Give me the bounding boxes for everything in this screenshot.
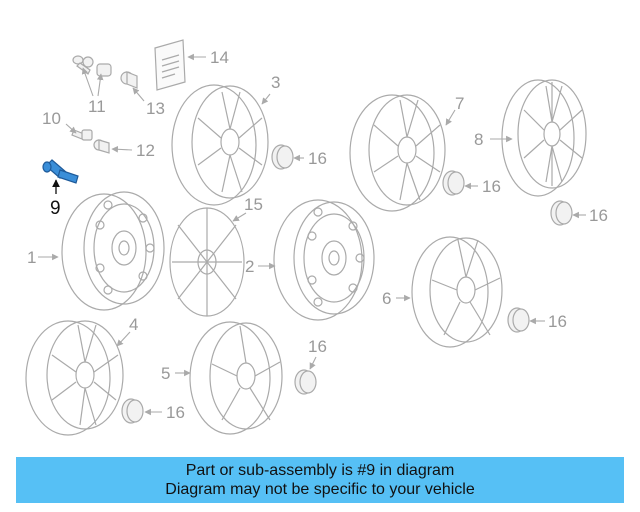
callout-13: 13 [146,99,165,118]
callout-11: 11 [88,97,106,116]
callout-2: 2 [245,257,254,276]
callout-16f: 16 [166,403,185,422]
part-3-alloy-wheel [171,84,269,206]
part-16-center-caps [121,144,573,424]
callout-14: 14 [210,48,229,67]
part-2-steel-wheel [273,199,375,321]
callout-16c: 16 [589,206,608,225]
part-8-alloy-wheel [501,79,587,197]
callout-7: 7 [455,94,464,113]
part-14-label-sticker [154,39,186,91]
banner-line-2: Diagram may not be specific to your vehi… [165,481,475,498]
callout-16d: 16 [548,312,567,331]
callout-16e: 16 [308,337,327,356]
parts-diagram: 14 11 13 3 10 12 16 7 8 16 16 9 15 1 2 6… [25,39,608,436]
banner-line-1: Part or sub-assembly is #9 in diagram [185,462,455,479]
part-11-bolts [72,55,112,77]
leader-lines [38,53,586,416]
callout-3: 3 [271,73,280,92]
part-1-steel-wheel [61,191,165,311]
part-12-valve-cap [93,139,110,154]
part-4-alloy-wheel [25,320,124,436]
callout-5: 5 [161,364,170,383]
part-13-nut [120,71,138,89]
part-6-alloy-wheel [411,236,503,348]
callout-16a: 16 [308,149,327,168]
callout-16b: 16 [482,177,501,196]
callout-8: 8 [474,130,483,149]
callout-12: 12 [136,141,155,160]
callout-10: 10 [42,109,61,128]
callout-15: 15 [244,195,263,214]
callout-4: 4 [129,315,138,334]
callout-9: 9 [50,198,61,219]
callout-6: 6 [382,289,391,308]
callout-1: 1 [27,248,36,267]
part-7-alloy-wheel [349,94,446,212]
info-banner: Part or sub-assembly is #9 in diagram Di… [16,457,624,503]
part-9-valve-stem [42,159,79,184]
part-5-alloy-wheel [189,321,283,435]
part-15-wheel-cover [169,207,245,317]
